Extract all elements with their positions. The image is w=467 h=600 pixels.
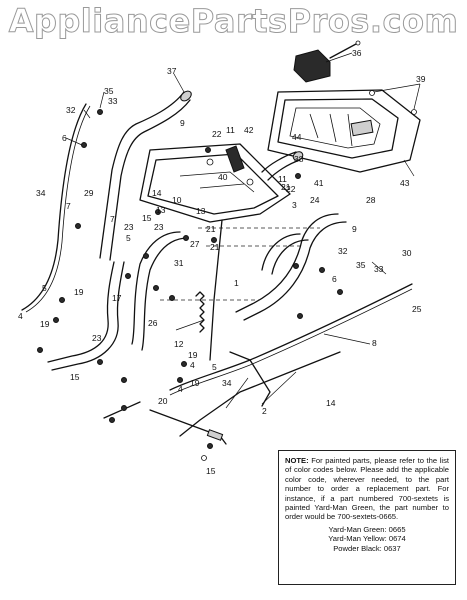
callout-labels: 37 36 39 35 32 33 9 22 11 42 44 6 40 21 … bbox=[18, 48, 426, 476]
cable-right bbox=[169, 283, 413, 396]
callout-39: 39 bbox=[416, 74, 426, 84]
headlight-housing bbox=[267, 89, 421, 173]
lower-handle-right bbox=[235, 213, 347, 321]
callout-6: 6 bbox=[62, 133, 67, 143]
callout-32b: 32 bbox=[338, 246, 348, 256]
callout-14: 14 bbox=[152, 188, 162, 198]
callout-30: 12 bbox=[174, 339, 184, 349]
callout-26: 26 bbox=[148, 318, 158, 328]
callout-22: 22 bbox=[212, 129, 222, 139]
callout-34b: 34 bbox=[222, 378, 232, 388]
callout-13: 13 bbox=[156, 205, 166, 215]
callout-28: 28 bbox=[366, 195, 376, 205]
callout-21: 21 bbox=[281, 182, 291, 192]
callout-42: 42 bbox=[244, 125, 254, 135]
callout-2: 2 bbox=[262, 406, 267, 416]
color-code-yellow: Yard-Man Yellow: 0674 bbox=[328, 534, 406, 544]
callout-10: 10 bbox=[172, 195, 182, 205]
drive-rod bbox=[179, 351, 341, 437]
callout-33: 33 bbox=[108, 96, 118, 106]
callout-4b: 4 bbox=[190, 360, 195, 370]
linkage-rod bbox=[209, 219, 223, 361]
callout-7: 7 bbox=[66, 201, 71, 211]
shift-rod-lower bbox=[103, 401, 227, 461]
watermark: AppliancePartsPros.com bbox=[8, 2, 459, 41]
callout-32: 32 bbox=[66, 105, 76, 115]
callout-36: 36 bbox=[352, 48, 362, 58]
color-code-list: Yard-Man Green: 0665 Yard-Man Yellow: 06… bbox=[285, 525, 449, 554]
color-code-green: Yard-Man Green: 0665 bbox=[328, 524, 406, 534]
callout-11: 11 bbox=[226, 125, 235, 135]
callout-13b: 13 bbox=[196, 206, 206, 216]
callout-19d: 19 bbox=[190, 378, 200, 388]
callout-9b: 9 bbox=[352, 224, 357, 234]
callout-5a: 5 bbox=[42, 283, 47, 293]
color-code-black: Powder Black: 0637 bbox=[333, 544, 401, 554]
cable-left bbox=[21, 103, 91, 313]
upper-handle-left bbox=[99, 90, 192, 261]
callout-44: 44 bbox=[292, 132, 302, 142]
callout-23c: 23 bbox=[154, 222, 164, 232]
note-body: For painted parts, please refer to the l… bbox=[285, 456, 449, 522]
painted-parts-note: NOTE: For painted parts, please refer to… bbox=[278, 450, 456, 585]
callout-23: 23 bbox=[124, 222, 134, 232]
callout-35: 35 bbox=[104, 86, 114, 96]
callout-35b: 35 bbox=[356, 260, 366, 270]
callout-19b: 19 bbox=[40, 319, 50, 329]
callout-11b: 11 bbox=[278, 174, 287, 184]
callout-22b: 22 bbox=[286, 184, 296, 194]
spring bbox=[195, 291, 205, 333]
callout-15b: 15 bbox=[70, 372, 80, 382]
callout-17: 17 bbox=[112, 293, 122, 303]
callout-1: 1 bbox=[234, 278, 239, 288]
callout-15c: 15 bbox=[206, 466, 216, 476]
callout-37: 37 bbox=[167, 66, 177, 76]
callout-19a: 19 bbox=[74, 287, 84, 297]
callout-5b: 5 bbox=[212, 362, 217, 372]
callout-3: 3 bbox=[292, 200, 297, 210]
callout-27: 27 bbox=[190, 239, 200, 249]
callout-31: 31 bbox=[174, 258, 184, 268]
callout-7b: 7 bbox=[110, 214, 115, 224]
callout-41: 41 bbox=[314, 178, 324, 188]
callout-38: 38 bbox=[294, 154, 304, 164]
callout-21b: 21 bbox=[206, 224, 216, 234]
callout-4a: 4 bbox=[18, 311, 23, 321]
callout-33b: 33 bbox=[374, 264, 384, 274]
callout-34: 34 bbox=[36, 188, 46, 198]
upper-handle-right bbox=[261, 151, 304, 181]
control-panel bbox=[139, 143, 291, 223]
callout-43: 43 bbox=[400, 178, 410, 188]
callout-leaders bbox=[65, 52, 415, 409]
callout-18: 30 bbox=[402, 248, 412, 258]
note-label: NOTE: bbox=[285, 456, 309, 465]
callout-14b: 14 bbox=[326, 398, 336, 408]
hardware-bolts bbox=[37, 109, 343, 449]
callout-29: 29 bbox=[84, 188, 94, 198]
callout-9: 9 bbox=[180, 118, 185, 128]
callout-19c: 19 bbox=[188, 350, 198, 360]
callout-21c: 21 bbox=[210, 242, 220, 252]
screw-set-39 bbox=[369, 83, 421, 115]
callout-16: 25 bbox=[412, 304, 422, 314]
callout-24: 24 bbox=[310, 195, 320, 205]
callout-4c: 4 bbox=[178, 384, 183, 394]
callout-40: 40 bbox=[218, 172, 228, 182]
callout-25: 8 bbox=[372, 338, 377, 348]
callout-6b: 6 bbox=[332, 274, 337, 284]
callout-23b: 23 bbox=[92, 333, 102, 343]
callout-15: 15 bbox=[142, 213, 152, 223]
headlight bbox=[293, 40, 361, 83]
callout-8: 20 bbox=[158, 396, 168, 406]
brace-guide bbox=[160, 227, 320, 301]
callout-5: 5 bbox=[126, 233, 131, 243]
lower-handle-left bbox=[47, 231, 189, 371]
